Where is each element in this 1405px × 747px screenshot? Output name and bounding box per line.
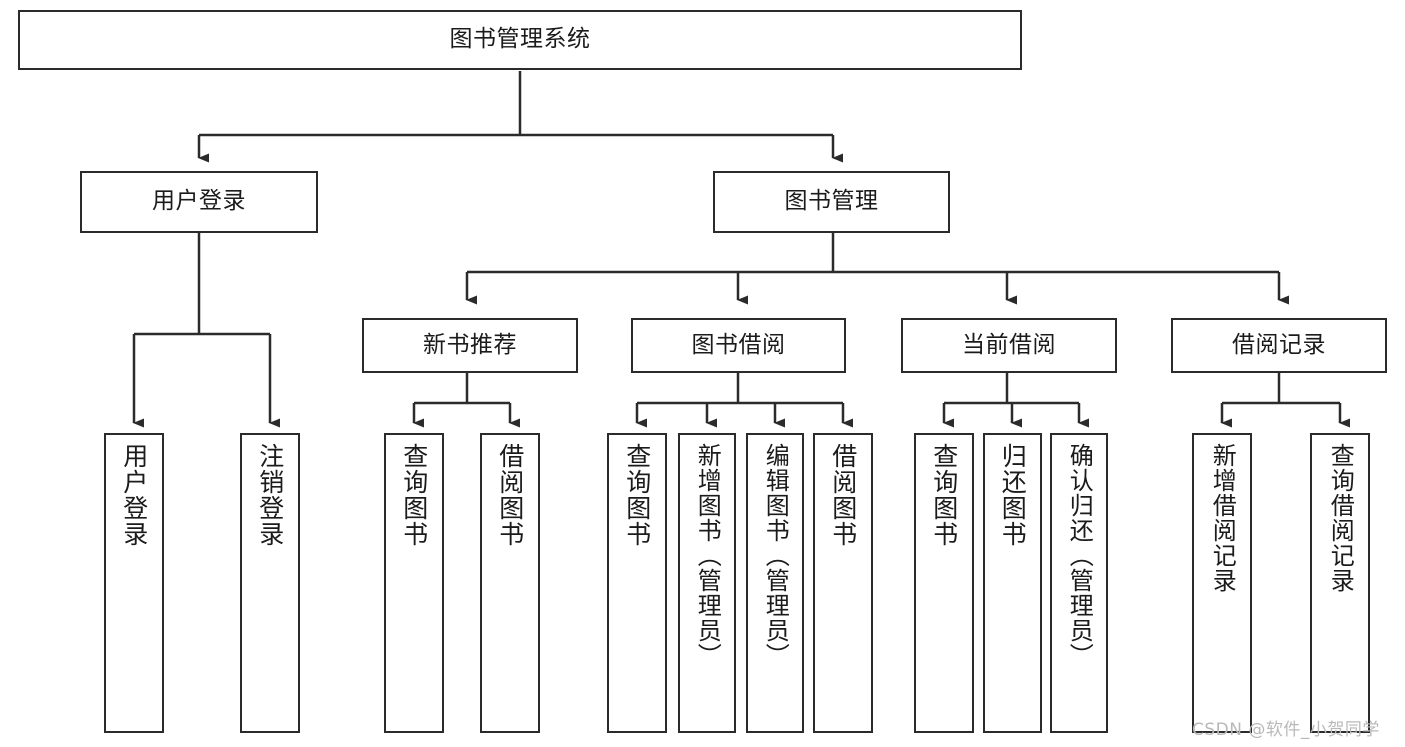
leaf-current-borrow-confirm-return-admin-label: 确认归还（管理员） (1065, 443, 1094, 668)
leaf-new-book-borrow-book[interactable]: 借阅图书 (480, 433, 540, 733)
leaf-borrow-record-add-record-label: 新增借阅记录 (1208, 443, 1237, 593)
node-book-borrow-label: 图书借阅 (691, 331, 786, 358)
node-user-login[interactable]: 用户登录 (80, 171, 318, 233)
leaf-borrow-record-add-record[interactable]: 新增借阅记录 (1192, 433, 1252, 733)
leaf-borrow-record-query-record-label: 查询借阅记录 (1326, 443, 1355, 593)
leaf-book-borrow-query-book-label: 查询图书 (622, 443, 652, 547)
leaf-new-book-query-book-label: 查询图书 (399, 443, 429, 547)
leaf-current-borrow-query-book-label: 查询图书 (929, 443, 959, 547)
leaf-current-borrow-return-book[interactable]: 归还图书 (983, 433, 1042, 733)
leaf-book-borrow-edit-book-admin[interactable]: 编辑图书（管理员） (746, 433, 804, 733)
leaf-borrow-record-query-record[interactable]: 查询借阅记录 (1310, 433, 1370, 733)
node-borrow-record-label: 借阅记录 (1232, 331, 1326, 358)
leaf-book-borrow-borrow-book-label: 借阅图书 (828, 443, 858, 547)
leaf-user-login-login-label: 用户登录 (119, 443, 149, 547)
node-book-management[interactable]: 图书管理 (713, 171, 950, 233)
leaf-current-borrow-confirm-return-admin[interactable]: 确认归还（管理员） (1050, 433, 1108, 733)
node-current-borrow[interactable]: 当前借阅 (901, 318, 1117, 373)
node-book-borrow[interactable]: 图书借阅 (631, 318, 846, 373)
node-new-book-recommend-label: 新书推荐 (423, 331, 517, 358)
leaf-current-borrow-query-book[interactable]: 查询图书 (914, 433, 974, 733)
leaf-current-borrow-return-book-label: 归还图书 (998, 443, 1028, 547)
node-current-borrow-label: 当前借阅 (962, 331, 1056, 358)
leaf-user-login-login[interactable]: 用户登录 (104, 433, 164, 733)
csdn-watermark: CSDN @软件_小贺同学 (1192, 720, 1380, 740)
node-new-book-recommend[interactable]: 新书推荐 (362, 318, 578, 373)
node-borrow-record[interactable]: 借阅记录 (1171, 318, 1387, 373)
node-user-login-label: 用户登录 (152, 188, 246, 215)
node-book-management-label: 图书管理 (784, 188, 879, 215)
node-root-label: 图书管理系统 (449, 26, 591, 53)
leaf-new-book-borrow-book-label: 借阅图书 (495, 443, 525, 547)
leaf-book-borrow-add-book-admin[interactable]: 新增图书（管理员） (678, 433, 736, 733)
leaf-user-login-logout-label: 注销登录 (255, 443, 285, 547)
node-root-book-management-system[interactable]: 图书管理系统 (18, 10, 1022, 70)
leaf-user-login-logout[interactable]: 注销登录 (240, 433, 300, 733)
leaf-book-borrow-add-book-admin-label: 新增图书（管理员） (693, 443, 722, 668)
leaf-book-borrow-edit-book-admin-label: 编辑图书（管理员） (761, 443, 790, 668)
leaf-book-borrow-query-book[interactable]: 查询图书 (607, 433, 667, 733)
leaf-book-borrow-borrow-book[interactable]: 借阅图书 (813, 433, 873, 733)
leaf-new-book-query-book[interactable]: 查询图书 (384, 433, 444, 733)
